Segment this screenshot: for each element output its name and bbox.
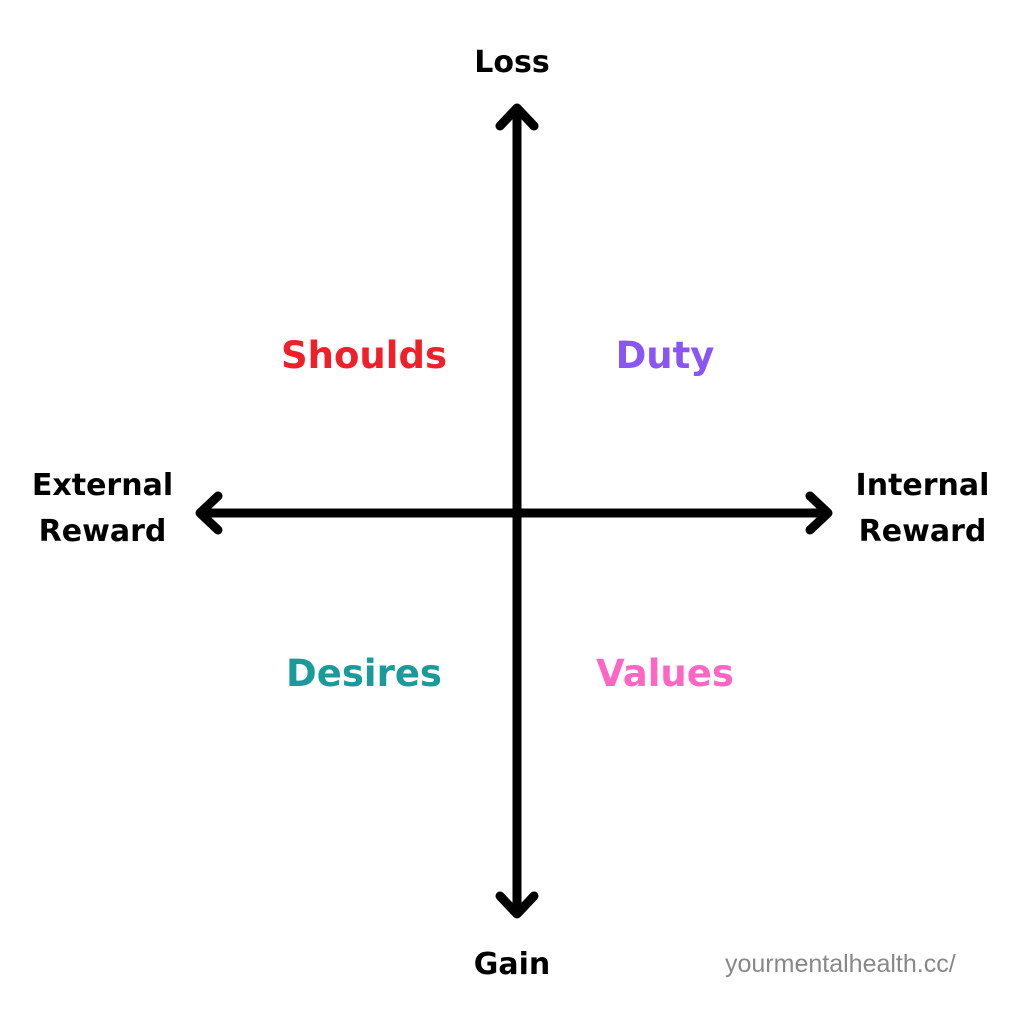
quadrant-label-duty: Duty xyxy=(615,334,715,377)
quadrant-label-desires: Desires xyxy=(286,652,442,695)
axis-label-external-line1: External xyxy=(31,468,174,503)
axis-label-external-line2: Reward xyxy=(38,514,167,549)
axis-label-external-reward: External Reward xyxy=(20,463,185,555)
quadrant-label-values: Values xyxy=(596,652,734,695)
axis-label-loss: Loss xyxy=(474,45,550,80)
quadrant-label-shoulds: Shoulds xyxy=(281,334,447,377)
axis-label-gain: Gain xyxy=(473,947,551,982)
gain-arrowhead xyxy=(495,891,539,919)
axis-label-internal-reward: Internal Reward xyxy=(840,463,1005,555)
axis-label-internal-line2: Reward xyxy=(858,514,987,549)
source-credit: yourmentalhealth.cc/ xyxy=(725,950,956,978)
axis-label-internal-line1: Internal xyxy=(855,468,990,503)
external-reward-arrowhead xyxy=(195,491,223,535)
loss-arrowhead xyxy=(495,103,539,131)
internal-reward-arrowhead xyxy=(805,491,833,535)
